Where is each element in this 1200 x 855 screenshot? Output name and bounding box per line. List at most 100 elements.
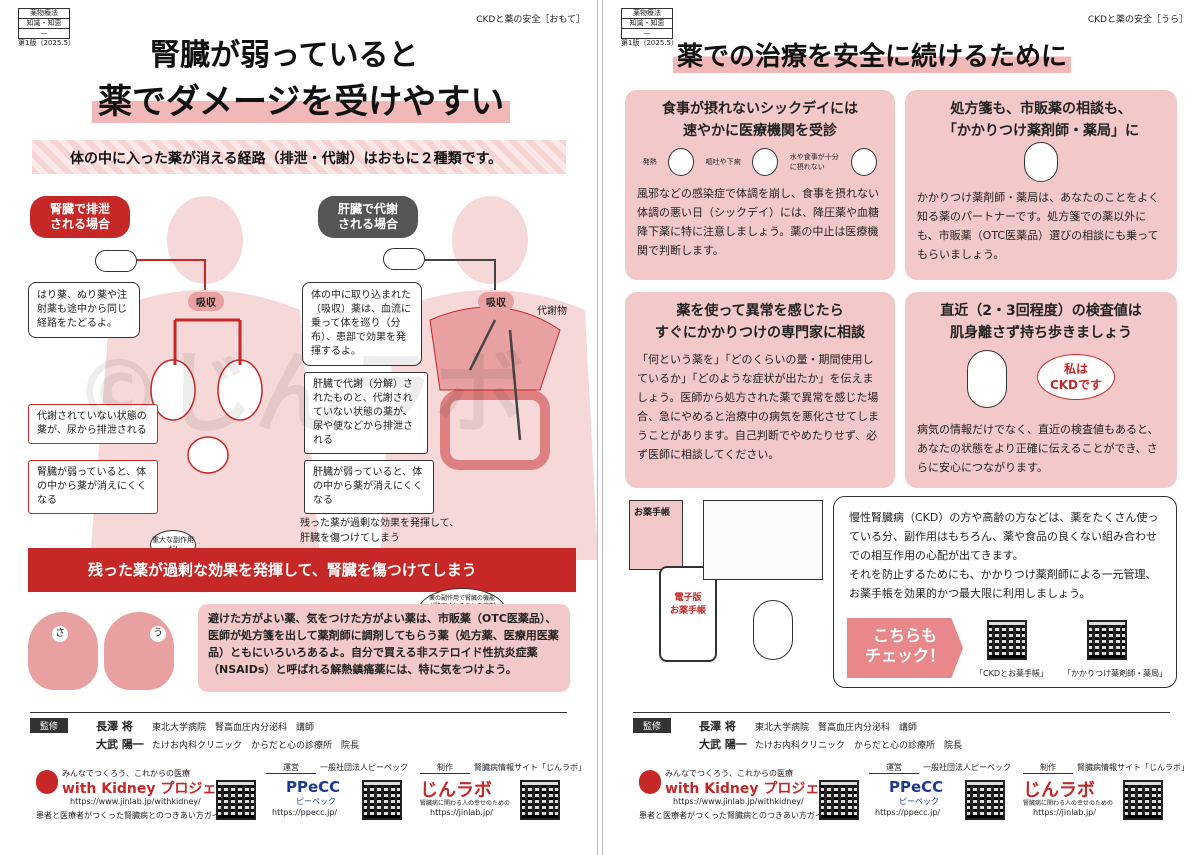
note-kidney-weak: 腎臓が弱っていると、体の中から薬が消えにくくなる: [28, 460, 158, 514]
page-title-line1: 腎臓が弱っていると: [150, 38, 419, 73]
icon-label: 嘔吐や下痢: [705, 158, 741, 166]
ckd-bubble: 私は CKDです: [1037, 354, 1115, 400]
ppecc-logo: PPeCC: [889, 778, 944, 796]
card-test-values: 直近（2・3回程度）の検査値は 肌身離さず持ち歩きましょう 私は CKDです 病…: [905, 292, 1177, 488]
metabolite-label: 代謝物: [537, 306, 567, 317]
tag-line: —: [643, 29, 651, 37]
card-text: 風邪などの感染症で体調を崩し、食事を摂れない体調の悪い日（シックデイ）には、降圧…: [637, 187, 879, 257]
supervisor-name: 大武 陽一: [96, 738, 144, 751]
wk-desc: 患者と医療者がつくった腎臓病とのつきあい方ガイド: [36, 811, 228, 820]
card-pharmacist: 処方箋も、市販薬の相談も、 「かかりつけ薬剤師・薬局」に かかりつけ薬剤師・薬局…: [905, 90, 1177, 280]
qr-code: [1123, 780, 1163, 820]
supervisor-name: 長澤 将: [96, 720, 133, 733]
subtitle: 体の中に入った薬が消える経路（排泄・代謝）はおもに２種類です。: [70, 151, 503, 167]
wk-url[interactable]: https://www.jinlab.jp/withkidney/: [70, 797, 201, 806]
production-label: 制作: [1023, 762, 1073, 774]
pill-icon: [95, 250, 137, 272]
avoid-drugs-text: 避けた方がよい薬、気をつけた方がよい薬は、市販薬（OTC医薬品）、医師が処方箋を…: [198, 604, 570, 692]
category-tag: 薬物療法 知識・知恵 —: [621, 8, 673, 39]
note-remain: 残った薬が過剰な効果を発揮して、肝臓を傷つけてしまう: [300, 518, 460, 544]
tag-line: 薬物療法: [19, 9, 69, 19]
kidney-character-icon: [967, 350, 1007, 408]
page-title-line2: 薬でダメージを受けやすい: [92, 74, 511, 123]
wk-url[interactable]: https://www.jinlab.jp/withkidney/: [673, 797, 804, 806]
qr-code-ckd-notebook[interactable]: [987, 620, 1027, 660]
operation-label: 運営: [869, 762, 919, 774]
card-title: 薬を使って異常を感じたら すぐにかかりつけの専門家に相談: [654, 303, 866, 341]
pharmacist-character-icon: [1024, 142, 1058, 182]
icon-label: 水や食事が十分に摂れない: [789, 153, 839, 171]
card-text: 「何という薬を」「どのくらいの量・期間使用しているか」「どのような症状が出たか」…: [637, 353, 879, 461]
character-badge: う: [150, 626, 166, 642]
card-title: 食事が摂れないシックデイには 速やかに医療機関を受診: [662, 101, 858, 139]
tag-line: 知識・知恵: [622, 19, 672, 29]
medicine-notebook: お薬手帳: [629, 500, 683, 570]
nausea-icon: [752, 148, 779, 176]
info-text: 慢性腎臓病（CKD）の方や高齢の方などは、薬をたくさん使っている分、副作用はもち…: [849, 511, 1159, 600]
side-title: CKDと薬の安全［おもて］: [476, 15, 585, 25]
tag-line: —: [40, 29, 48, 37]
kidney-logo-icon: [36, 770, 58, 794]
jinlab-sub: 腎臓病に関わる人の幸せのための: [1023, 800, 1114, 807]
ppecc-url[interactable]: https://ppecc.jp/: [875, 808, 941, 817]
qr-code: [362, 780, 402, 820]
supervisor-org: たけお内科クリニック からだと心の診療所 院長: [755, 741, 963, 751]
card-consult: 薬を使って異常を感じたら すぐにかかりつけの専門家に相談 「何という薬を」「どの…: [625, 292, 895, 488]
supervisor-org: 東北大学病院 腎高血圧内分泌科 講師: [152, 723, 315, 733]
wk-tagline: みんなでつくろう、これからの医療: [665, 769, 793, 778]
note-liver-weak: 肝臓が弱っていると、体の中から薬が消えにくくなる: [304, 460, 434, 514]
jinlab-logo: じんラボ: [420, 780, 492, 801]
production-label: 制作: [420, 762, 470, 774]
operation-org: 一般社団法人ピーペック: [320, 763, 408, 772]
operation-org: 一般社団法人ピーペック: [923, 763, 1011, 772]
side-title: CKDと薬の安全［うら］: [1087, 15, 1188, 25]
edition: 第1版（2025.5）: [621, 39, 678, 47]
pill-icon: [383, 248, 425, 270]
qr-code: [216, 780, 256, 820]
wk-logo: with Kidney プロジェクト: [665, 781, 848, 797]
wk-desc: 患者と医療者がつくった腎臓病とのつきあい方ガイド: [639, 811, 831, 820]
jinlab-sub: 腎臓病に関わる人の幸せのための: [420, 800, 511, 807]
card-text: 病気の情報だけでなく、直近の検査値もあると、あなたの状態をより正確に伝えることが…: [917, 423, 1159, 474]
tag-line: 薬物療法: [622, 9, 672, 19]
character-badge: さ: [52, 626, 68, 642]
production-org: 腎臓病情報サイト「じんラボ」: [474, 763, 586, 772]
qr-code-pharmacist[interactable]: [1087, 620, 1127, 660]
card-title: 処方箋も、市販薬の相談も、 「かかりつけ薬剤師・薬局」に: [942, 101, 1140, 139]
open-notebook-icon: [703, 500, 823, 580]
note-needle: はり薬、ぬり薬や注射薬も途中から同じ経路をたどるよ。: [28, 282, 140, 338]
supervisor-name: 長澤 将: [699, 720, 736, 733]
jinlab-url[interactable]: https://jinlab.jp/: [1033, 808, 1096, 817]
note-liver: 肝臓で代謝（分解）されたものと、代謝されていない状態の薬が、尿や便などから排泄さ…: [304, 372, 428, 454]
qr-code: [965, 780, 1005, 820]
absorb-label: 吸収: [188, 292, 224, 311]
ppecc-sub: ピーペック: [899, 797, 939, 806]
jinlab-logo: じんラボ: [1023, 780, 1095, 801]
supervision-label: 監修: [30, 718, 69, 733]
jinlab-url[interactable]: https://jinlab.jp/: [430, 808, 493, 817]
supervision-label: 監修: [633, 718, 672, 733]
edition: 第1版（2025.5）: [18, 39, 75, 47]
operation-label: 運営: [266, 762, 316, 774]
icon-label: 発熱: [642, 158, 657, 166]
qr-caption: 「かかりつけ薬剤師・薬局」: [1063, 669, 1168, 678]
absorb-label: 吸収: [478, 292, 514, 311]
wk-logo: with Kidney プロジェクト: [62, 781, 245, 797]
supervisor-org: たけお内科クリニック からだと心の診療所 院長: [152, 741, 360, 751]
note-unmetabolized: 代謝されていない状態の薬が、尿から排泄される: [28, 404, 158, 444]
kidney-logo-icon: [639, 770, 661, 794]
warning-banner: 残った薬が過剰な効果を発揮して、腎臓を傷つけてしまう: [28, 548, 576, 592]
card-title: 直近（2・3回程度）の検査値は 肌身離さず持ち歩きましょう: [940, 303, 1142, 341]
ppecc-url[interactable]: https://ppecc.jp/: [272, 808, 338, 817]
no-appetite-icon: [851, 148, 878, 176]
tag-line: 知識・知恵: [19, 19, 69, 29]
body-diagram: [90, 196, 597, 560]
kidney-label: 腎臓で排泄 される場合: [30, 196, 130, 238]
qr-caption: 「CKDとお薬手帳」: [975, 669, 1048, 678]
liver-label: 肝臓で代謝 される場合: [318, 196, 418, 238]
kidney-character: [28, 612, 98, 690]
kidney-character: [104, 612, 174, 690]
supervisor-name: 大武 陽一: [699, 738, 747, 751]
pharmacist-character-icon: [753, 600, 793, 660]
back-page: 薬物療法 知識・知恵 — 第1版（2025.5） CKDと薬の安全［うら］ 薬で…: [602, 0, 1200, 855]
